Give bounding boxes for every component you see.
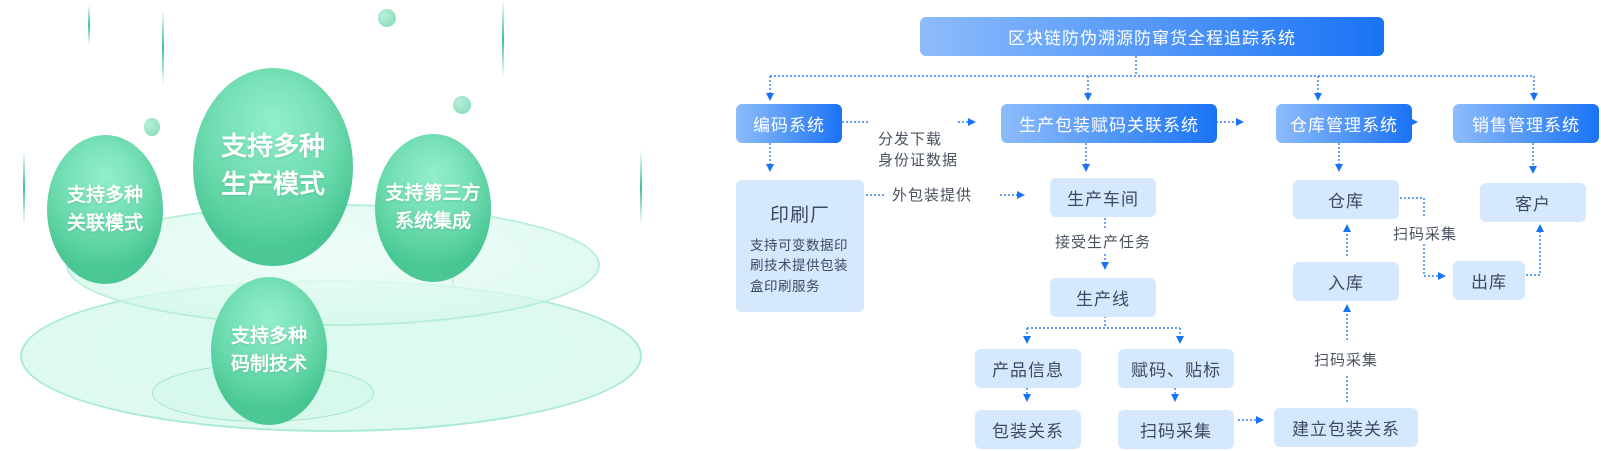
production-system-box: 生产包装赋码关联系统 (1001, 104, 1217, 143)
warehouse-mgmt-label: 仓库管理系统 (1290, 116, 1398, 136)
light-line (162, 10, 164, 85)
distribute-label: 分发下载 身份证数据 (878, 109, 958, 170)
package-relation-box: 包装关系 (975, 410, 1081, 449)
warehouse-mgmt-box: 仓库管理系统 (1276, 104, 1412, 143)
scan-label-2: 扫码采集 (1314, 350, 1379, 371)
feature-sphere-left: 支持多种 关联模式 (47, 135, 163, 284)
workshop-label: 生产车间 (1067, 190, 1139, 210)
coding-label-box: 赋码、贴标 (1118, 349, 1234, 388)
outer-pack-label: 外包装提供 (892, 185, 973, 206)
feature-sphere-text: 支持多种 生产模式 (220, 132, 325, 200)
light-line (23, 150, 25, 225)
warehouse-label: 仓库 (1328, 192, 1364, 212)
feature-sphere-center: 支持多种 生产模式 (193, 68, 353, 266)
light-line (88, 5, 90, 45)
inbound-box: 入库 (1293, 262, 1399, 301)
printer-box: 印刷厂 支持可变数据印 刷技术提供包装 盒印刷服务 (736, 180, 864, 312)
floating-dot (144, 118, 160, 136)
outbound-label: 出库 (1471, 273, 1507, 293)
coding-system-label: 编码系统 (753, 116, 825, 136)
outer-pack-label-text: 外包装提供 (892, 186, 973, 204)
production-line-label: 生产线 (1076, 290, 1130, 310)
product-info-box: 产品信息 (975, 349, 1081, 388)
production-system-label: 生产包装赋码关联系统 (1019, 116, 1199, 136)
accept-task-label: 接受生产任务 (1055, 232, 1152, 253)
light-line (502, 0, 504, 78)
sales-mgmt-label: 销售管理系统 (1472, 116, 1580, 136)
scan-collect-label: 扫码采集 (1140, 422, 1212, 442)
scan-label-1-text: 扫码采集 (1393, 225, 1458, 243)
connector (1526, 224, 1544, 276)
light-line (640, 150, 642, 225)
system-title: 区块链防伪溯源防窜货全程追踪系统 (920, 17, 1384, 56)
floating-dot (378, 9, 396, 27)
printer-desc: 支持可变数据印 刷技术提供包装 盒印刷服务 (750, 238, 848, 295)
coding-system-box: 编码系统 (736, 104, 842, 143)
feature-sphere-text: 支持第三方 系统集成 (385, 182, 481, 232)
outbound-box: 出库 (1453, 261, 1525, 300)
distribute-label-text: 分发下载 身份证数据 (878, 130, 959, 169)
sales-mgmt-box: 销售管理系统 (1453, 104, 1599, 143)
feature-sphere-bottom: 支持多种 码制技术 (211, 277, 327, 425)
connector (1423, 244, 1446, 280)
accept-task-label-text: 接受生产任务 (1055, 233, 1152, 251)
warehouse-box: 仓库 (1293, 180, 1399, 219)
scan-collect-box: 扫码采集 (1118, 410, 1234, 449)
customer-box: 客户 (1480, 183, 1586, 222)
floating-dot (453, 96, 471, 114)
system-title-text: 区块链防伪溯源防窜货全程追踪系统 (1008, 29, 1296, 49)
printer-title: 印刷厂 (769, 204, 830, 226)
build-package-box: 建立包装关系 (1274, 408, 1418, 447)
build-package-label: 建立包装关系 (1292, 420, 1400, 440)
connector (1392, 197, 1425, 216)
coding-label-text: 赋码、贴标 (1131, 361, 1221, 381)
scan-label-2-text: 扫码采集 (1314, 351, 1379, 369)
product-info-label: 产品信息 (992, 361, 1064, 381)
customer-label: 客户 (1515, 195, 1551, 215)
package-relation-label: 包装关系 (992, 422, 1064, 442)
feature-sphere-right: 支持第三方 系统集成 (375, 134, 491, 282)
workshop-box: 生产车间 (1050, 178, 1156, 217)
feature-sphere-text: 支持多种 关联模式 (66, 183, 143, 234)
scan-label-1: 扫码采集 (1393, 224, 1458, 245)
production-line-box: 生产线 (1050, 278, 1156, 317)
feature-sphere-text: 支持多种 码制技术 (230, 325, 307, 375)
inbound-label: 入库 (1328, 274, 1364, 294)
